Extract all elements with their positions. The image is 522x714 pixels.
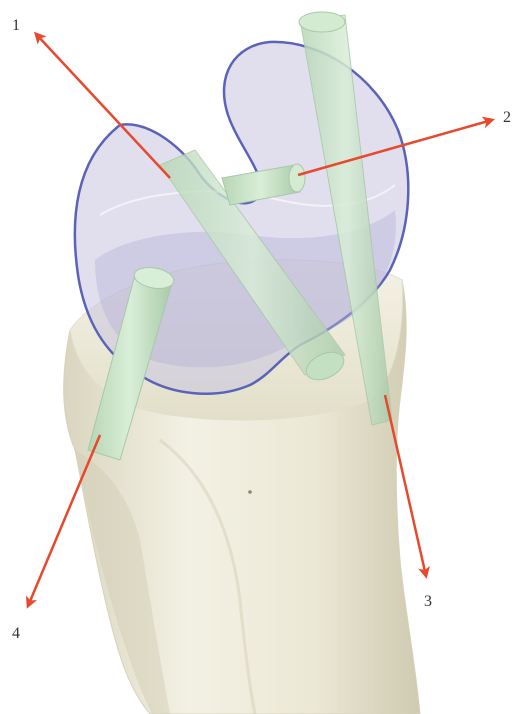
callout-label-4: 4: [12, 625, 20, 642]
callout-label-3: 3: [424, 593, 432, 610]
nutrient-foramen: [248, 490, 252, 494]
graft-short-end: [289, 164, 305, 192]
callout-label-2: 2: [503, 109, 511, 126]
callout-label-1: 1: [12, 17, 20, 34]
graft-vertical-end: [299, 12, 345, 32]
